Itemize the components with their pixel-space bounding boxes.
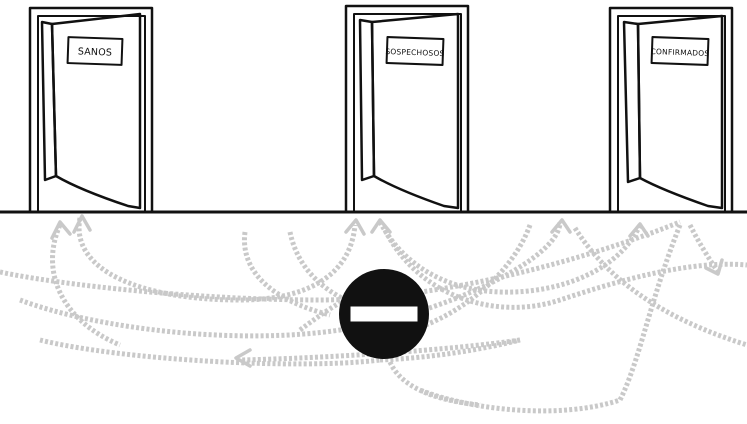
arrowhead (346, 220, 364, 234)
door-panel (638, 16, 722, 208)
no-entry-icon (339, 269, 429, 359)
arrowhead (74, 216, 90, 232)
arrowhead (52, 222, 70, 238)
door-sign-label: CONFIRMADOS (650, 47, 709, 58)
door-edge (42, 22, 56, 180)
door-panel (52, 14, 140, 208)
door-panel (372, 14, 458, 208)
movement-path (40, 340, 380, 364)
movement-path (53, 225, 121, 345)
arrowhead (630, 224, 648, 236)
movement-path (390, 362, 480, 405)
door-confirmados: CONFIRMADOS (610, 8, 732, 211)
door-edge (624, 22, 640, 182)
door-sign-label: SANOS (78, 46, 113, 58)
movement-path (575, 228, 747, 345)
door-sospechosos: SOSPECHOSOS (346, 6, 468, 211)
door-sign-label: SOSPECHOSOS (385, 47, 444, 58)
door-frame-inner (354, 14, 461, 211)
movement-path (385, 230, 747, 307)
arrowhead (372, 220, 390, 232)
door-edge (360, 20, 374, 180)
movement-path (420, 225, 680, 411)
movement-path (244, 232, 330, 315)
door-sanos: SANOS (30, 8, 152, 211)
movement-path (300, 300, 345, 330)
